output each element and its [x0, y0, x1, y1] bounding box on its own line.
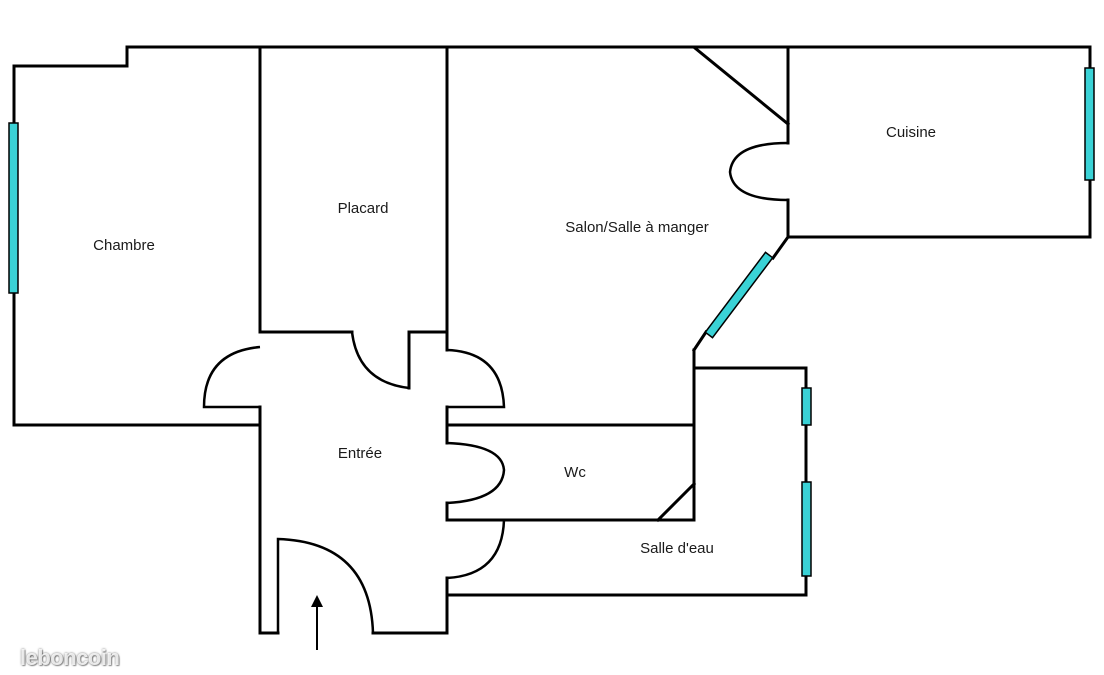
wall-salle-eau-corner	[655, 481, 697, 523]
window-salon	[704, 251, 774, 339]
wall-salon-diagonal-lower	[691, 329, 709, 353]
doors	[202, 141, 789, 634]
room-label-placard: Placard	[338, 200, 389, 217]
wall-salon-corner	[692, 45, 791, 127]
window-salle-eau-bottom	[801, 481, 812, 577]
door-salle-eau	[446, 519, 506, 580]
door-entrance	[276, 537, 375, 634]
door-salon	[446, 348, 506, 409]
wall-entree-right-c	[371, 576, 449, 635]
room-label-wc: Wc	[564, 464, 586, 481]
walls	[12, 45, 1092, 635]
window-salle-eau-top	[801, 387, 812, 426]
room-label-cuisine: Cuisine	[886, 124, 936, 141]
window-chambre	[8, 122, 19, 294]
windows	[8, 67, 1095, 577]
door-wc	[446, 441, 506, 505]
room-label-entree: Entrée	[338, 445, 382, 462]
room-label-salle-eau: Salle d'eau	[640, 540, 714, 557]
room-label-chambre: Chambre	[93, 237, 155, 254]
door-placard	[350, 331, 410, 390]
room-labels: Chambre Placard Salon/Salle à manger Cui…	[93, 124, 936, 557]
door-kitchen	[728, 141, 789, 202]
room-label-salon: Salon/Salle à manger	[565, 219, 708, 236]
wall-top	[12, 45, 1092, 239]
wall-left-lower	[258, 405, 280, 635]
window-cuisine	[1084, 67, 1095, 181]
wall-salon-diagonal-upper	[770, 198, 790, 261]
watermark-logo: leboncoin	[20, 645, 120, 670]
door-chambre	[202, 345, 261, 409]
arrow-up-icon	[311, 595, 323, 650]
